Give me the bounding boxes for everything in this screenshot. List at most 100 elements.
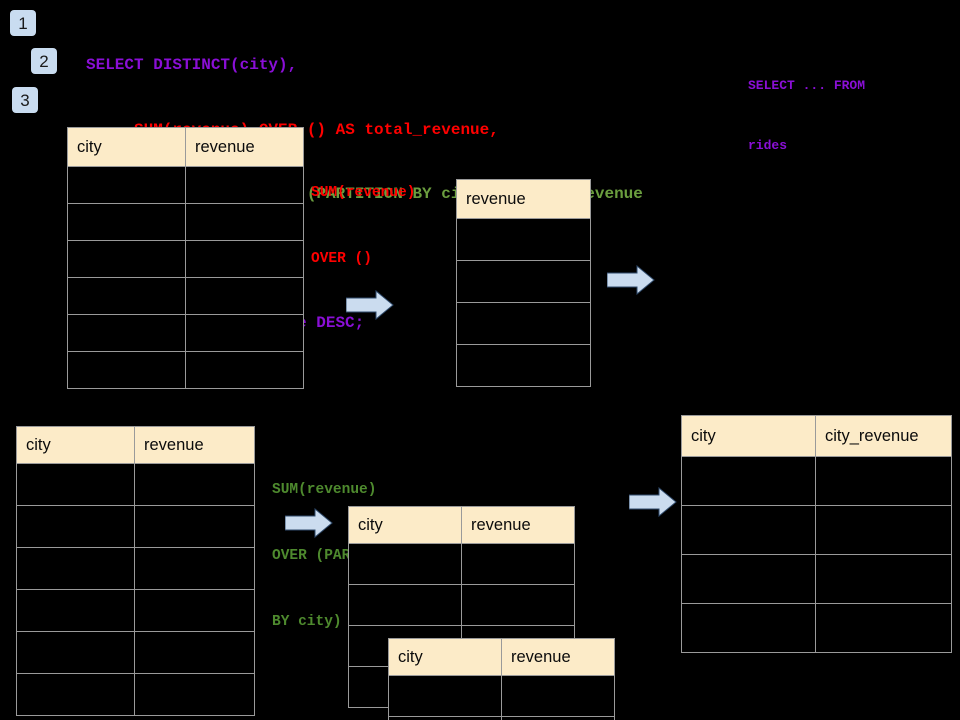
- table-cell: [134, 673, 255, 716]
- step-badge-3-label: 3: [20, 90, 30, 110]
- table-row: [456, 344, 591, 387]
- column-header-city: city: [16, 426, 135, 464]
- arrow-rides-to-partition: [285, 508, 333, 538]
- table-cell: [134, 631, 255, 674]
- table-row: [67, 314, 304, 352]
- table-cell: [815, 456, 952, 506]
- column-header-revenue: revenue: [185, 127, 304, 167]
- table-row: [67, 203, 304, 241]
- table-body: [456, 218, 591, 387]
- table-body: [388, 675, 615, 720]
- arrow-total-to-result: [607, 265, 655, 295]
- table-cell: [16, 547, 135, 590]
- table-cell: [134, 463, 255, 506]
- table-row: [456, 260, 591, 303]
- table-cell: [456, 260, 591, 303]
- table-row: [16, 589, 255, 632]
- table-row: [456, 302, 591, 345]
- table-cell: [681, 603, 816, 653]
- table-cell: [348, 584, 462, 626]
- annotation-city-revenue-line-1: SUM(revenue): [272, 482, 377, 498]
- table-row: [16, 463, 255, 506]
- table-cell: [16, 673, 135, 716]
- table-cell: [348, 543, 462, 585]
- annotation-total-revenue: SUM(revenue) OVER (): [311, 138, 415, 314]
- arrow-right-icon: [346, 290, 394, 320]
- table-row: [681, 554, 952, 604]
- table-cell: [461, 584, 575, 626]
- arrow-partition-to-result: [629, 487, 677, 517]
- column-header-revenue: revenue: [456, 179, 591, 219]
- rides-source-table-lower: city revenue: [16, 426, 255, 716]
- table-cell: [815, 603, 952, 653]
- table-cell: [388, 716, 502, 720]
- table-row: [388, 675, 615, 717]
- table-row: [388, 716, 615, 720]
- arrow-right-icon: [629, 487, 677, 517]
- table-row: [67, 166, 304, 204]
- table-cell: [185, 166, 304, 204]
- table-header-row: city city_revenue: [681, 415, 952, 457]
- table-cell: [67, 351, 186, 389]
- column-header-revenue: revenue: [461, 506, 575, 544]
- sql-side-line-1: SELECT ... FROM: [748, 78, 866, 93]
- table-row: [348, 584, 575, 626]
- table-row: [681, 505, 952, 555]
- annotation-city-revenue-line-3: BY city): [272, 614, 342, 630]
- table-cell: [815, 505, 952, 555]
- table-cell: [185, 203, 304, 241]
- table-cell: [67, 314, 186, 352]
- column-header-city: city: [388, 638, 502, 676]
- partition-group-table-b: city revenue: [388, 638, 615, 720]
- table-cell: [456, 344, 591, 387]
- table-cell: [16, 631, 135, 674]
- table-cell: [388, 675, 502, 717]
- table-cell: [67, 166, 186, 204]
- column-header-revenue: revenue: [501, 638, 615, 676]
- table-cell: [681, 505, 816, 555]
- step-badge-2-label: 2: [39, 51, 49, 71]
- step-badge-3: 3: [12, 87, 38, 113]
- table-cell: [16, 463, 135, 506]
- table-cell: [67, 277, 186, 315]
- table-cell: [185, 240, 304, 278]
- step-badge-2: 2: [31, 48, 57, 74]
- table-row: [16, 505, 255, 548]
- sql-side-fragment: SELECT ... FROM rides: [748, 36, 865, 196]
- table-cell: [456, 218, 591, 261]
- annotation-total-revenue-line-2: OVER (): [311, 251, 372, 267]
- table-header-row: city revenue: [348, 506, 575, 544]
- arrow-right-icon: [285, 508, 333, 538]
- annotation-total-revenue-line-1: SUM(revenue): [311, 185, 416, 201]
- table-cell: [67, 240, 186, 278]
- table-cell: [501, 675, 615, 717]
- sql-line-select: SELECT DISTINCT(city),: [86, 56, 298, 74]
- total-revenue-table: revenue: [456, 179, 591, 387]
- table-row: [16, 673, 255, 716]
- step-badge-1: 1: [10, 10, 36, 36]
- column-header-city: city: [67, 127, 186, 167]
- table-row: [67, 277, 304, 315]
- table-header-row: revenue: [456, 179, 591, 219]
- table-header-row: city revenue: [388, 638, 615, 676]
- table-cell: [16, 505, 135, 548]
- arrow-rides-to-total: [346, 290, 394, 320]
- table-cell: [134, 505, 255, 548]
- table-cell: [815, 554, 952, 604]
- column-header-revenue: revenue: [134, 426, 255, 464]
- table-row: [681, 603, 952, 653]
- table-cell: [134, 589, 255, 632]
- column-header-city: city: [348, 506, 462, 544]
- table-row: [16, 631, 255, 674]
- table-cell: [185, 351, 304, 389]
- table-cell: [461, 543, 575, 585]
- column-header-city-revenue: city_revenue: [815, 415, 952, 457]
- table-row: [67, 240, 304, 278]
- table-row: [681, 456, 952, 506]
- table-cell: [681, 456, 816, 506]
- table-row: [16, 547, 255, 590]
- table-cell: [185, 314, 304, 352]
- result-table: city city_revenue: [681, 415, 952, 653]
- table-cell: [16, 589, 135, 632]
- table-cell: [456, 302, 591, 345]
